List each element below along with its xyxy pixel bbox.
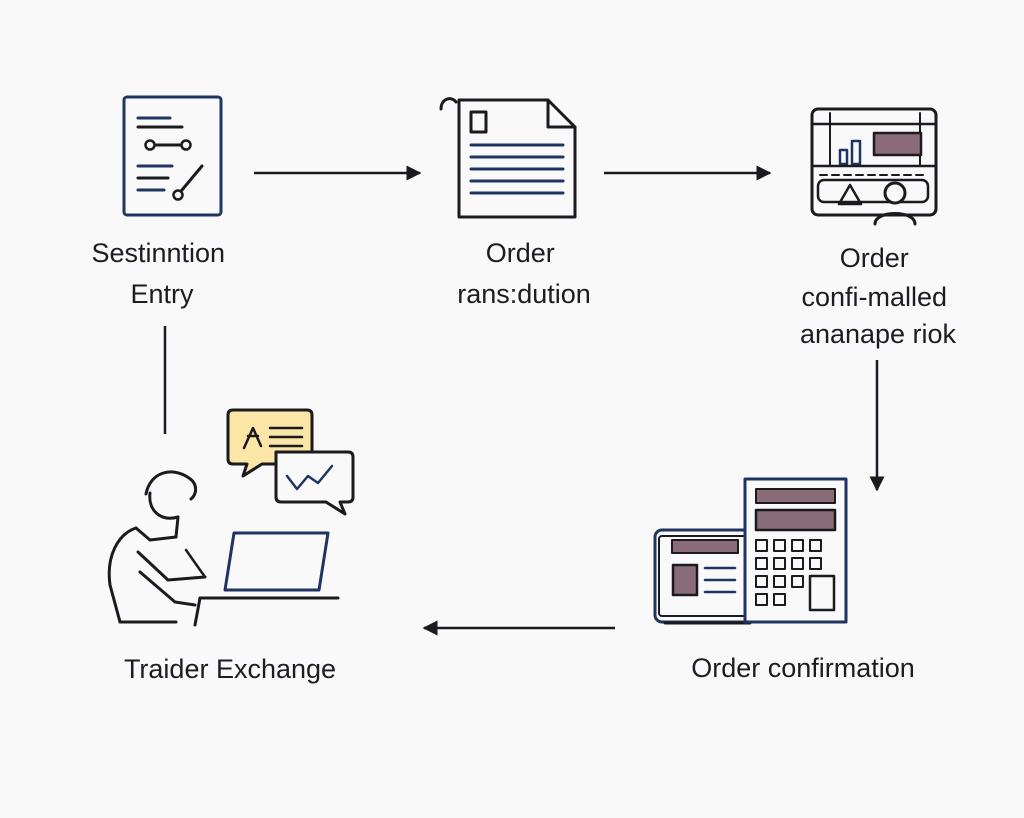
node-label-exchange-line1: Traider Exchange xyxy=(124,654,336,684)
calculator-icon xyxy=(653,477,848,625)
node-label-exchange: Traider Exchange xyxy=(124,654,336,684)
node-label-risk: Order confi-malled ananape riok xyxy=(800,243,957,349)
analytics-dashboard-icon xyxy=(810,107,938,226)
node-label-risk-line3: ananape riok xyxy=(800,319,957,349)
trader-laptop-icon xyxy=(107,408,355,627)
node-label-risk-line2: confi-malled xyxy=(801,282,947,312)
node-label-order-translation-line1: Order xyxy=(486,238,555,268)
node-label-confirmation: Order confirmation xyxy=(691,653,915,683)
document-icon xyxy=(439,97,577,219)
form-document-icon xyxy=(122,95,223,217)
node-label-entry: Sestinntion Entry xyxy=(91,238,232,309)
node-label-order-translation: Order rans:dution xyxy=(457,238,591,309)
node-label-risk-line1: Order xyxy=(840,243,909,273)
node-label-entry-line2: Entry xyxy=(130,279,194,309)
node-label-confirmation-line1: Order confirmation xyxy=(691,653,915,683)
node-label-entry-line1: Sestinntion xyxy=(91,238,225,268)
node-label-order-translation-line2: rans:dution xyxy=(457,279,591,309)
